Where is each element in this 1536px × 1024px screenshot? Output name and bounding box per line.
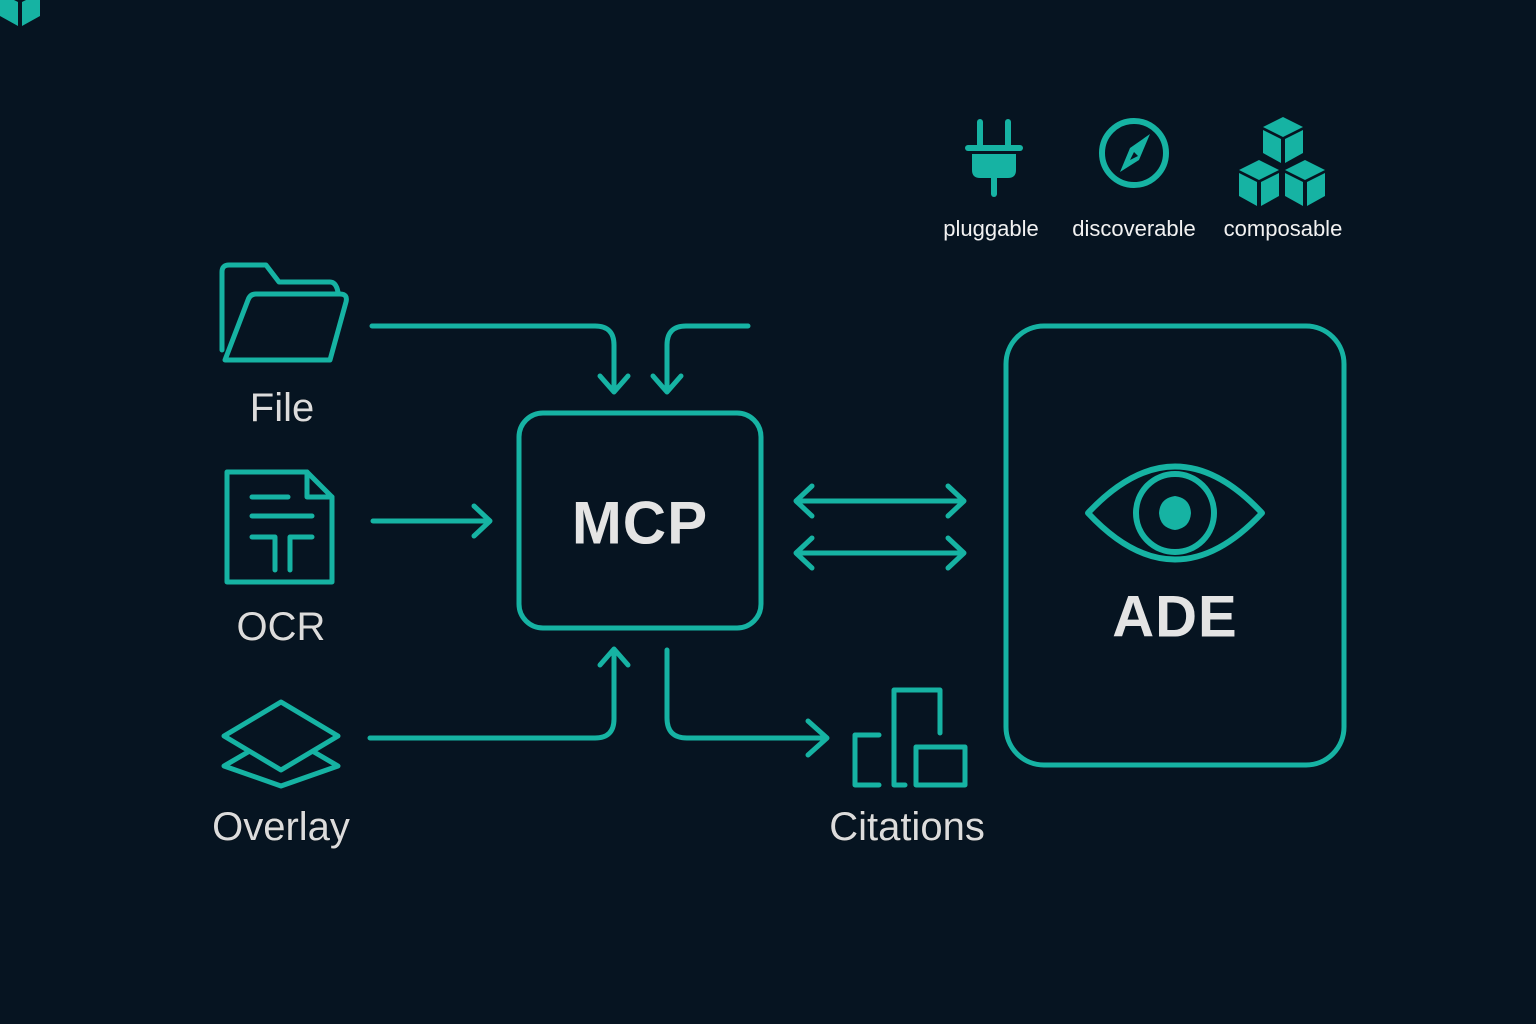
arrow-ocr-to-mcp [370,503,493,539]
eye-icon [1085,463,1265,563]
arrow-mcp-to-citations [664,647,830,758]
input-label-overlay: Overlay [212,805,350,849]
output-label-citations: Citations [829,805,985,849]
arrow-external-to-mcp [650,323,751,395]
folder-icon [219,262,349,363]
document-icon [224,469,335,585]
layers-icon [221,699,341,789]
property-label-pluggable: pluggable [943,216,1039,241]
cubes-icon [0,0,1325,206]
input-label-ocr: OCR [236,605,326,649]
plug-icon [965,119,1023,197]
ade-box[interactable] [1003,323,1347,768]
citations-icon [852,687,968,788]
ade-label: ADE [1112,584,1238,650]
arrow-overlay-to-mcp [367,646,631,741]
mcp-label: MCP [571,489,709,557]
input-label-file: File [249,386,315,430]
arrow-mcp-ade-top [793,483,967,519]
property-label-discoverable: discoverable [1072,216,1196,241]
property-label-composable: composable [1223,216,1343,241]
mcp-box[interactable] [516,410,764,631]
arrow-mcp-ade-bottom [793,535,967,571]
arrow-file-to-mcp [369,323,631,395]
compass-icon [1099,118,1169,188]
